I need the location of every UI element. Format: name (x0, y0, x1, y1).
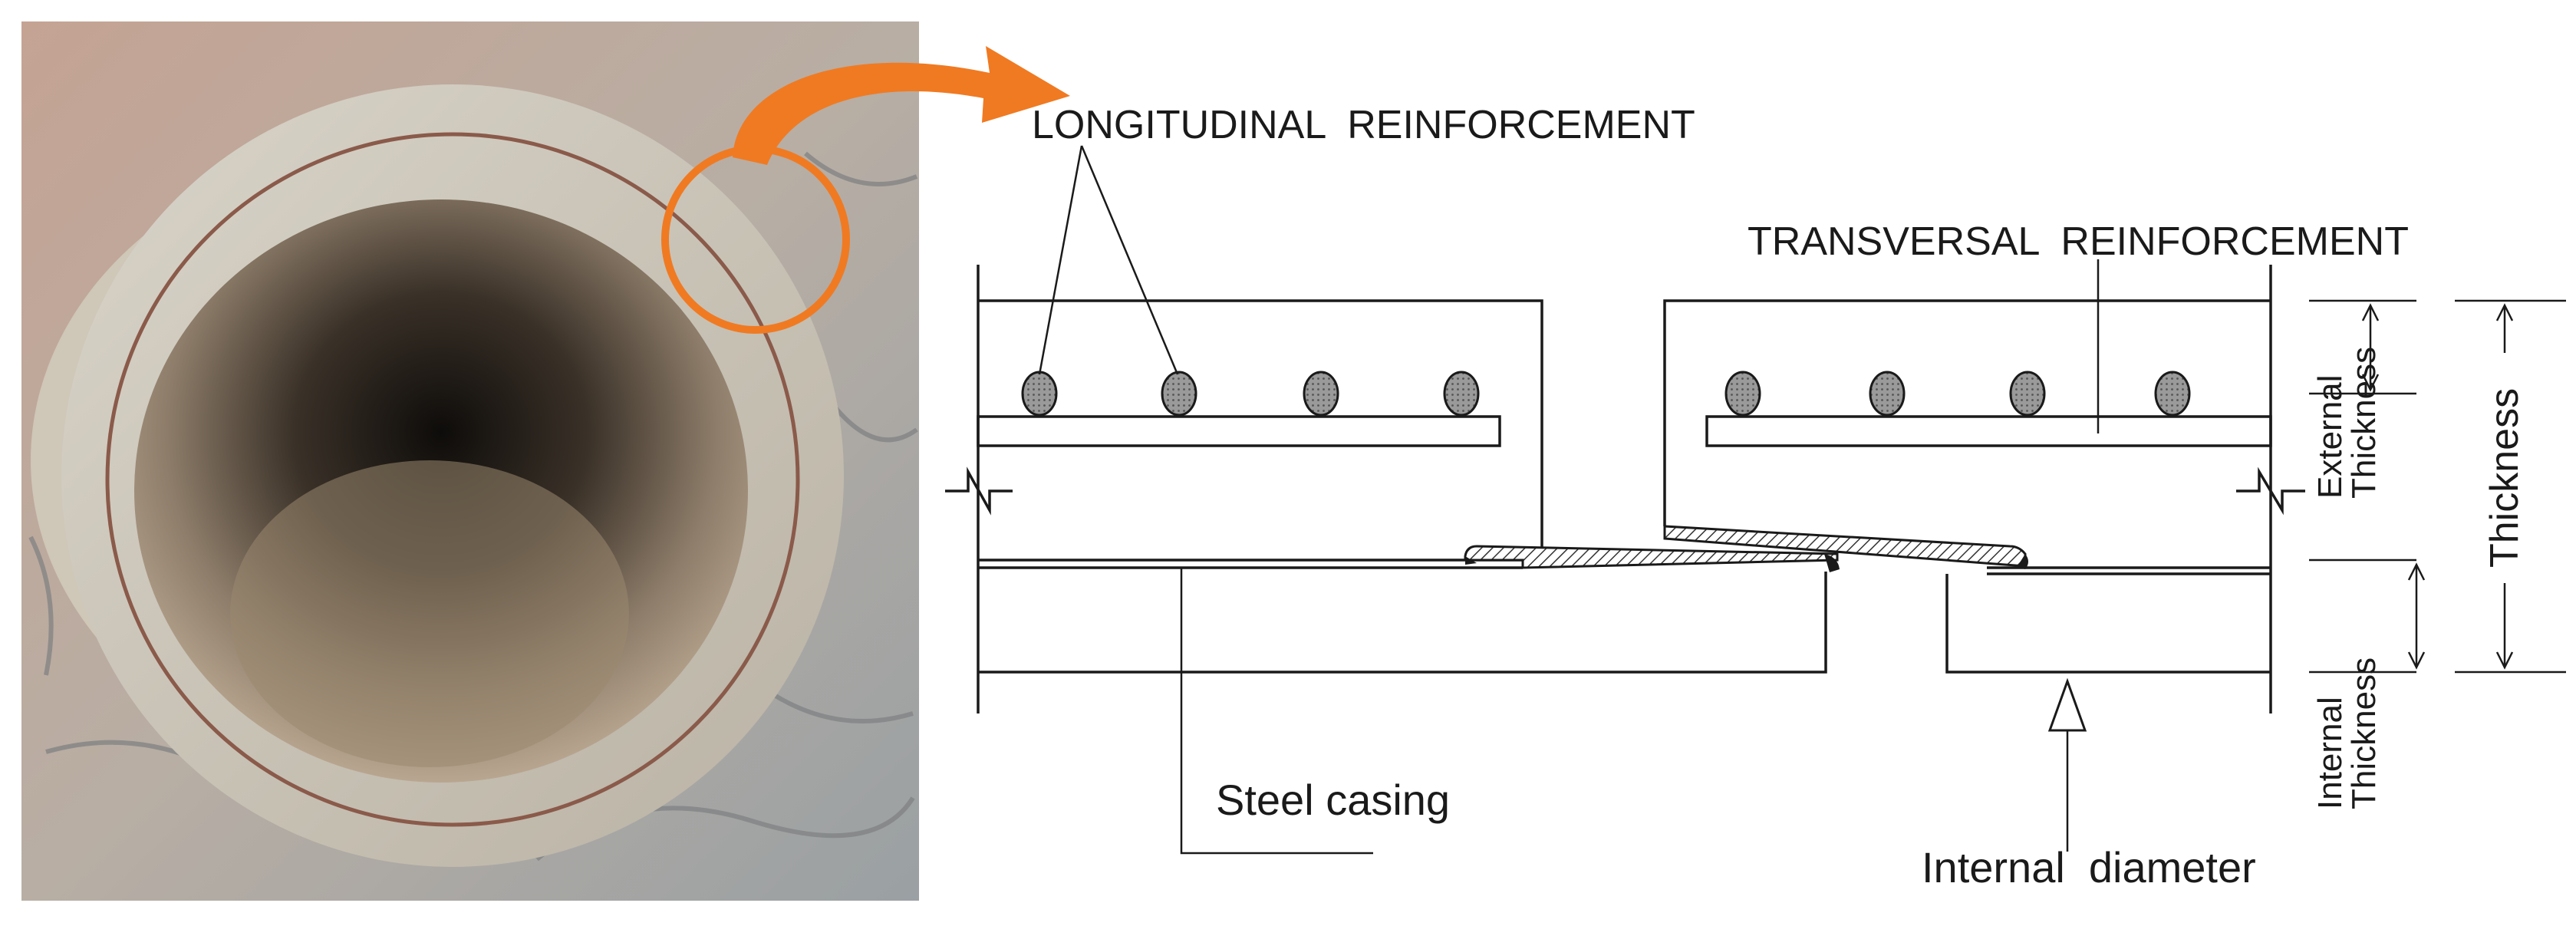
label-steel-casing: Steel casing (1216, 776, 1450, 824)
label-internal-thickness-line2: Thickness (2345, 657, 2383, 809)
leader-steel-casing (1180, 568, 1373, 855)
label-external-thickness: External Thickness (2311, 347, 2383, 499)
label-external-thickness-line2: Thickness (2345, 347, 2383, 499)
pipe-photo (21, 21, 919, 901)
left-inner-face (978, 572, 1827, 674)
rebar-1 (1021, 371, 1058, 417)
break-symbol-left (945, 466, 1013, 516)
joint-collar-left (1464, 545, 1839, 569)
right-segment-outline (1663, 299, 2271, 526)
right-reinforcement-bar (1705, 415, 2272, 447)
seal-2 (1824, 554, 1840, 572)
break-symbol-right (2236, 466, 2305, 516)
seal-1 (1465, 556, 1477, 565)
left-reinforcement-bar (977, 415, 1501, 447)
label-thickness-text: Thickness (2482, 388, 2527, 568)
leader-longitudinal-1 (1038, 145, 1083, 375)
internal-diameter-arrow (2047, 677, 2087, 852)
rebar-section-left (1021, 371, 1480, 417)
right-inner-face (1945, 574, 2271, 674)
dimension-lines (2309, 299, 2566, 674)
joint-section-drawing: LONGITUDINAL REINFORCEMENT TRANSVERSAL R… (945, 103, 2566, 891)
steel-casing (978, 559, 2271, 575)
zoom-arrow-shape (733, 46, 1070, 165)
label-thickness: Thickness (2482, 388, 2527, 568)
seal-3 (2018, 554, 2028, 569)
rebar-5 (1724, 371, 1761, 417)
label-internal-thickness: Internal Thickness (2311, 657, 2383, 809)
label-internal-diameter: Internal diameter (1922, 843, 2256, 891)
rebar-6 (1869, 371, 1906, 417)
rebar-3 (1303, 371, 1339, 417)
label-external-thickness-line1: External (2311, 375, 2349, 499)
leader-longitudinal-2 (1080, 145, 1179, 375)
rebar-7 (2009, 371, 2046, 417)
reinforcement-ring (105, 132, 800, 827)
zoom-arrow (733, 46, 1070, 165)
rebar-2 (1161, 371, 1197, 417)
label-internal-thickness-line1: Internal (2311, 697, 2349, 809)
rebar-4 (1443, 371, 1480, 417)
label-longitudinal-reinforcement: LONGITUDINAL REINFORCEMENT (1032, 103, 1695, 147)
rebar-section-right (1724, 371, 2191, 417)
rebar-8 (2154, 371, 2191, 417)
left-segment-outline (978, 299, 1543, 557)
label-transversal-reinforcement: TRANSVERSAL REINFORCEMENT (1748, 219, 2409, 264)
bore-floor (230, 460, 629, 767)
